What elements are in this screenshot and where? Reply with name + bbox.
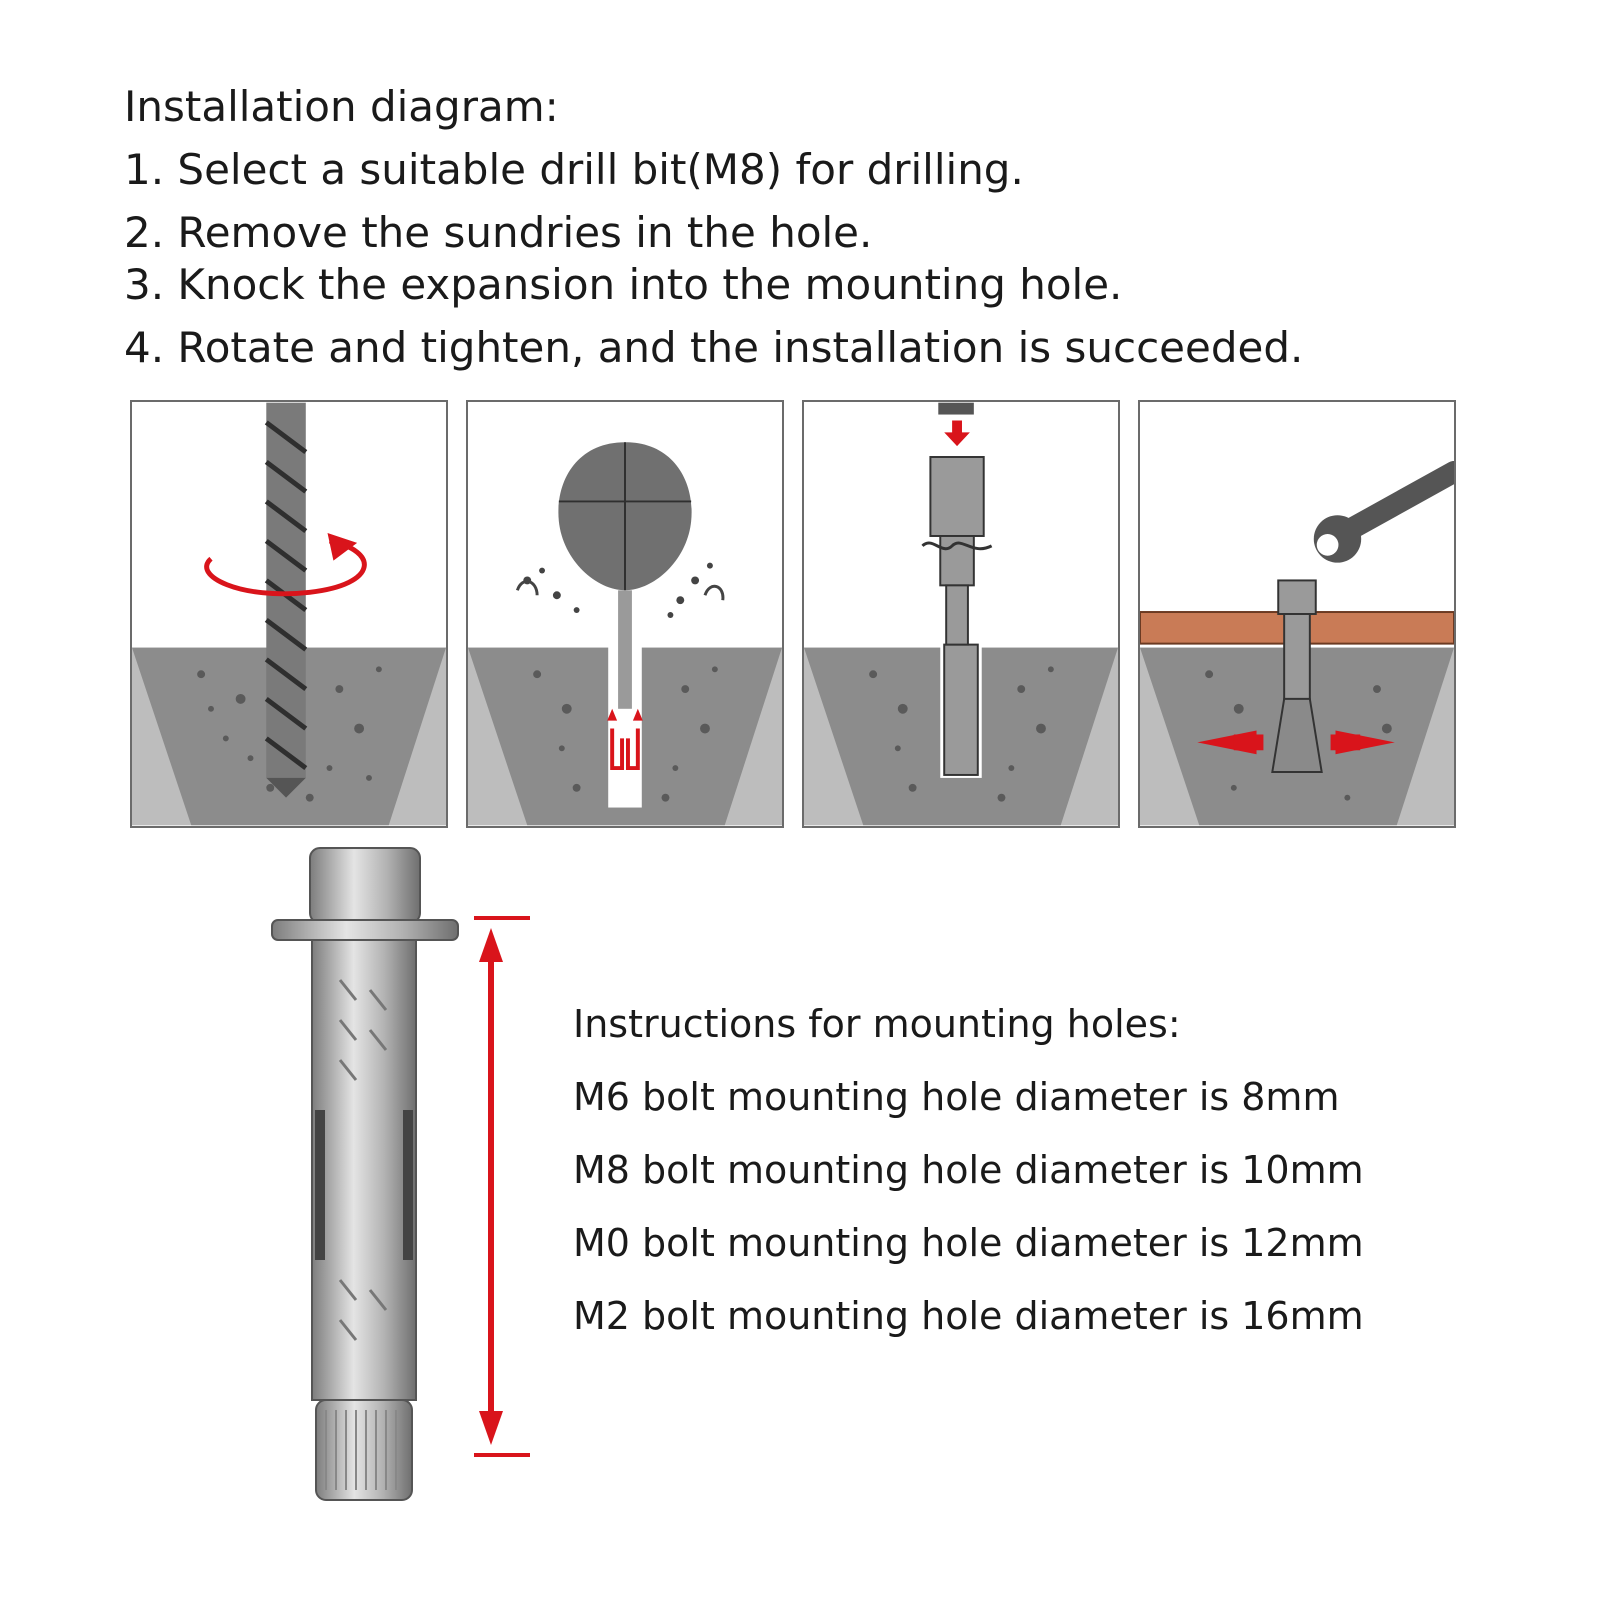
step-2: 2. Remove the sundries in the hole. xyxy=(124,208,873,257)
step-2-panel xyxy=(466,400,784,828)
hole-spec-m8: M8 bolt mounting hole diameter is 10mm xyxy=(573,1148,1364,1192)
hole-spec-m2: M2 bolt mounting hole diameter is 16mm xyxy=(573,1294,1364,1338)
drill-bit-icon xyxy=(132,402,446,826)
sleeve-anchor-icon xyxy=(271,847,530,1501)
wrench-tighten-icon xyxy=(1140,460,1454,826)
step-3-panel xyxy=(802,400,1120,828)
hammer-insert-icon xyxy=(804,402,1118,826)
step-4: 4. Rotate and tighten, and the installat… xyxy=(124,323,1304,372)
installation-heading: Installation diagram: xyxy=(124,82,559,131)
step-4-panel xyxy=(1138,400,1456,828)
mounting-holes-heading: Instructions for mounting holes: xyxy=(573,1002,1181,1046)
installation-steps-panels xyxy=(130,400,1490,832)
sleeve-anchor-bolt-illustration xyxy=(260,840,560,1520)
step-1-panel xyxy=(130,400,448,828)
blower-bulb-icon xyxy=(468,442,782,826)
hole-spec-m6: M6 bolt mounting hole diameter is 8mm xyxy=(573,1075,1340,1119)
hole-spec-m0: M0 bolt mounting hole diameter is 12mm xyxy=(573,1221,1364,1265)
step-3: 3. Knock the expansion into the mounting… xyxy=(124,260,1123,309)
step-1: 1. Select a suitable drill bit(M8) for d… xyxy=(124,145,1024,194)
